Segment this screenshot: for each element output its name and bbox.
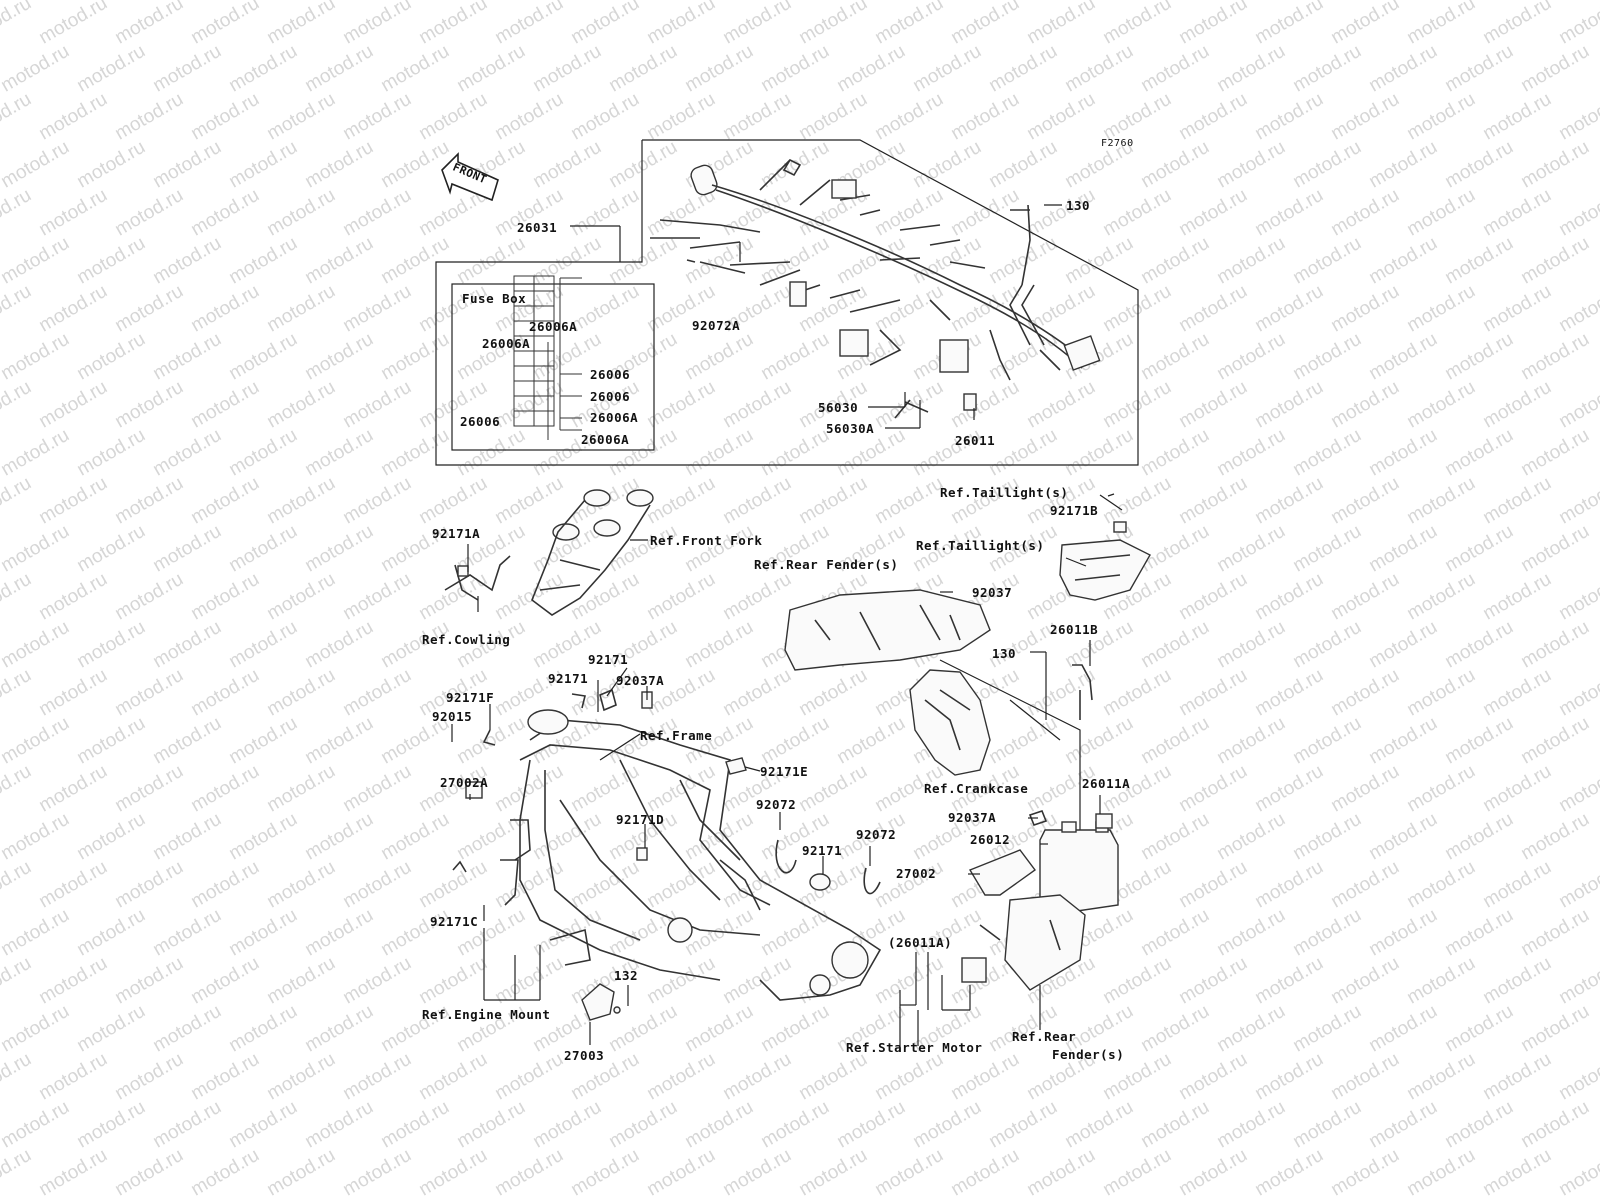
part-label: 26011B xyxy=(1050,622,1099,637)
part-label: Ref.Frame xyxy=(640,728,713,743)
part-label: Ref.Crankcase xyxy=(924,781,1029,796)
part-label: 27002 xyxy=(896,866,937,881)
part-label: 27003 xyxy=(564,1048,605,1063)
part-label: 130 xyxy=(992,646,1017,661)
fuse-label-3: 26006 xyxy=(590,367,631,382)
part-label: 56030A xyxy=(826,421,875,436)
front-arrow-shape xyxy=(441,152,499,202)
part-label: Ref.Rear Fender(s) xyxy=(754,557,899,572)
part-label: 132 xyxy=(614,968,639,983)
leader-lines xyxy=(451,204,1115,1046)
part-label: Ref.Front Fork xyxy=(650,533,763,548)
wire-harness-art xyxy=(650,158,1101,419)
fuse-label-1: 26006A xyxy=(529,319,578,334)
rear-fender-art xyxy=(784,589,991,671)
part-label: 92171E xyxy=(760,764,809,779)
part-label: Ref.Taillight(s) xyxy=(916,538,1045,553)
fuse-label-4: 26006 xyxy=(590,389,631,404)
part-label: 26011A xyxy=(1082,776,1131,791)
fuse-label-7: 26006A xyxy=(581,432,630,447)
fuse-box-title: Fuse Box xyxy=(462,291,527,306)
part-label: 92037A xyxy=(616,673,665,688)
part-label: 92072A xyxy=(692,318,741,333)
part-label: 130 xyxy=(1066,198,1091,213)
part-label: 92171 xyxy=(588,652,629,667)
battery-cable-art xyxy=(1072,664,1093,720)
part-label: Ref.Rear xyxy=(1012,1029,1077,1044)
part-label: 92171B xyxy=(1050,503,1099,518)
fuse-grid xyxy=(513,275,582,440)
part-label: 92072 xyxy=(856,827,897,842)
part-label: Fender(s) xyxy=(1052,1047,1125,1062)
fuse-box-outline xyxy=(451,283,655,451)
crankcase-art xyxy=(909,652,1081,840)
part-label: 56030 xyxy=(818,400,859,415)
small-parts-art xyxy=(452,688,881,1021)
taillight-art xyxy=(1059,494,1151,601)
harness-box-outline xyxy=(435,139,1139,466)
part-label: 92171 xyxy=(548,671,589,686)
part-label: 92171F xyxy=(446,690,495,705)
part-label: 92171C xyxy=(430,914,479,929)
part-label: (26011A) xyxy=(888,935,953,950)
part-label: Ref.Taillight(s) xyxy=(940,485,1069,500)
part-label: 92015 xyxy=(432,709,473,724)
fuse-label-2: 26006A xyxy=(482,336,531,351)
cowling-bracket-art xyxy=(444,555,511,601)
part-label: 92037A xyxy=(948,810,997,825)
diagram-code: F2760 xyxy=(1101,138,1134,149)
fuse-label-5: 26006A xyxy=(590,410,639,425)
front-fork-art xyxy=(531,489,654,616)
part-label: 26012 xyxy=(970,832,1011,847)
part-label: Ref.Cowling xyxy=(422,632,511,647)
part-label: 92171 xyxy=(802,843,843,858)
battery-ecu-art xyxy=(961,810,1119,991)
part-label: 92037 xyxy=(972,585,1013,600)
part-label: 92171D xyxy=(616,812,665,827)
fuse-label-6: 26006 xyxy=(460,414,501,429)
part-label: Ref.Engine Mount xyxy=(422,1007,551,1022)
part-label: 27002A xyxy=(440,775,489,790)
part-label: 92072 xyxy=(756,797,797,812)
part-label: 92171A xyxy=(432,526,481,541)
part-label: Ref.Starter Motor xyxy=(846,1040,983,1055)
part-label: 26031 xyxy=(517,220,558,235)
part-label: 26011 xyxy=(955,433,996,448)
frame-art xyxy=(519,709,882,1001)
